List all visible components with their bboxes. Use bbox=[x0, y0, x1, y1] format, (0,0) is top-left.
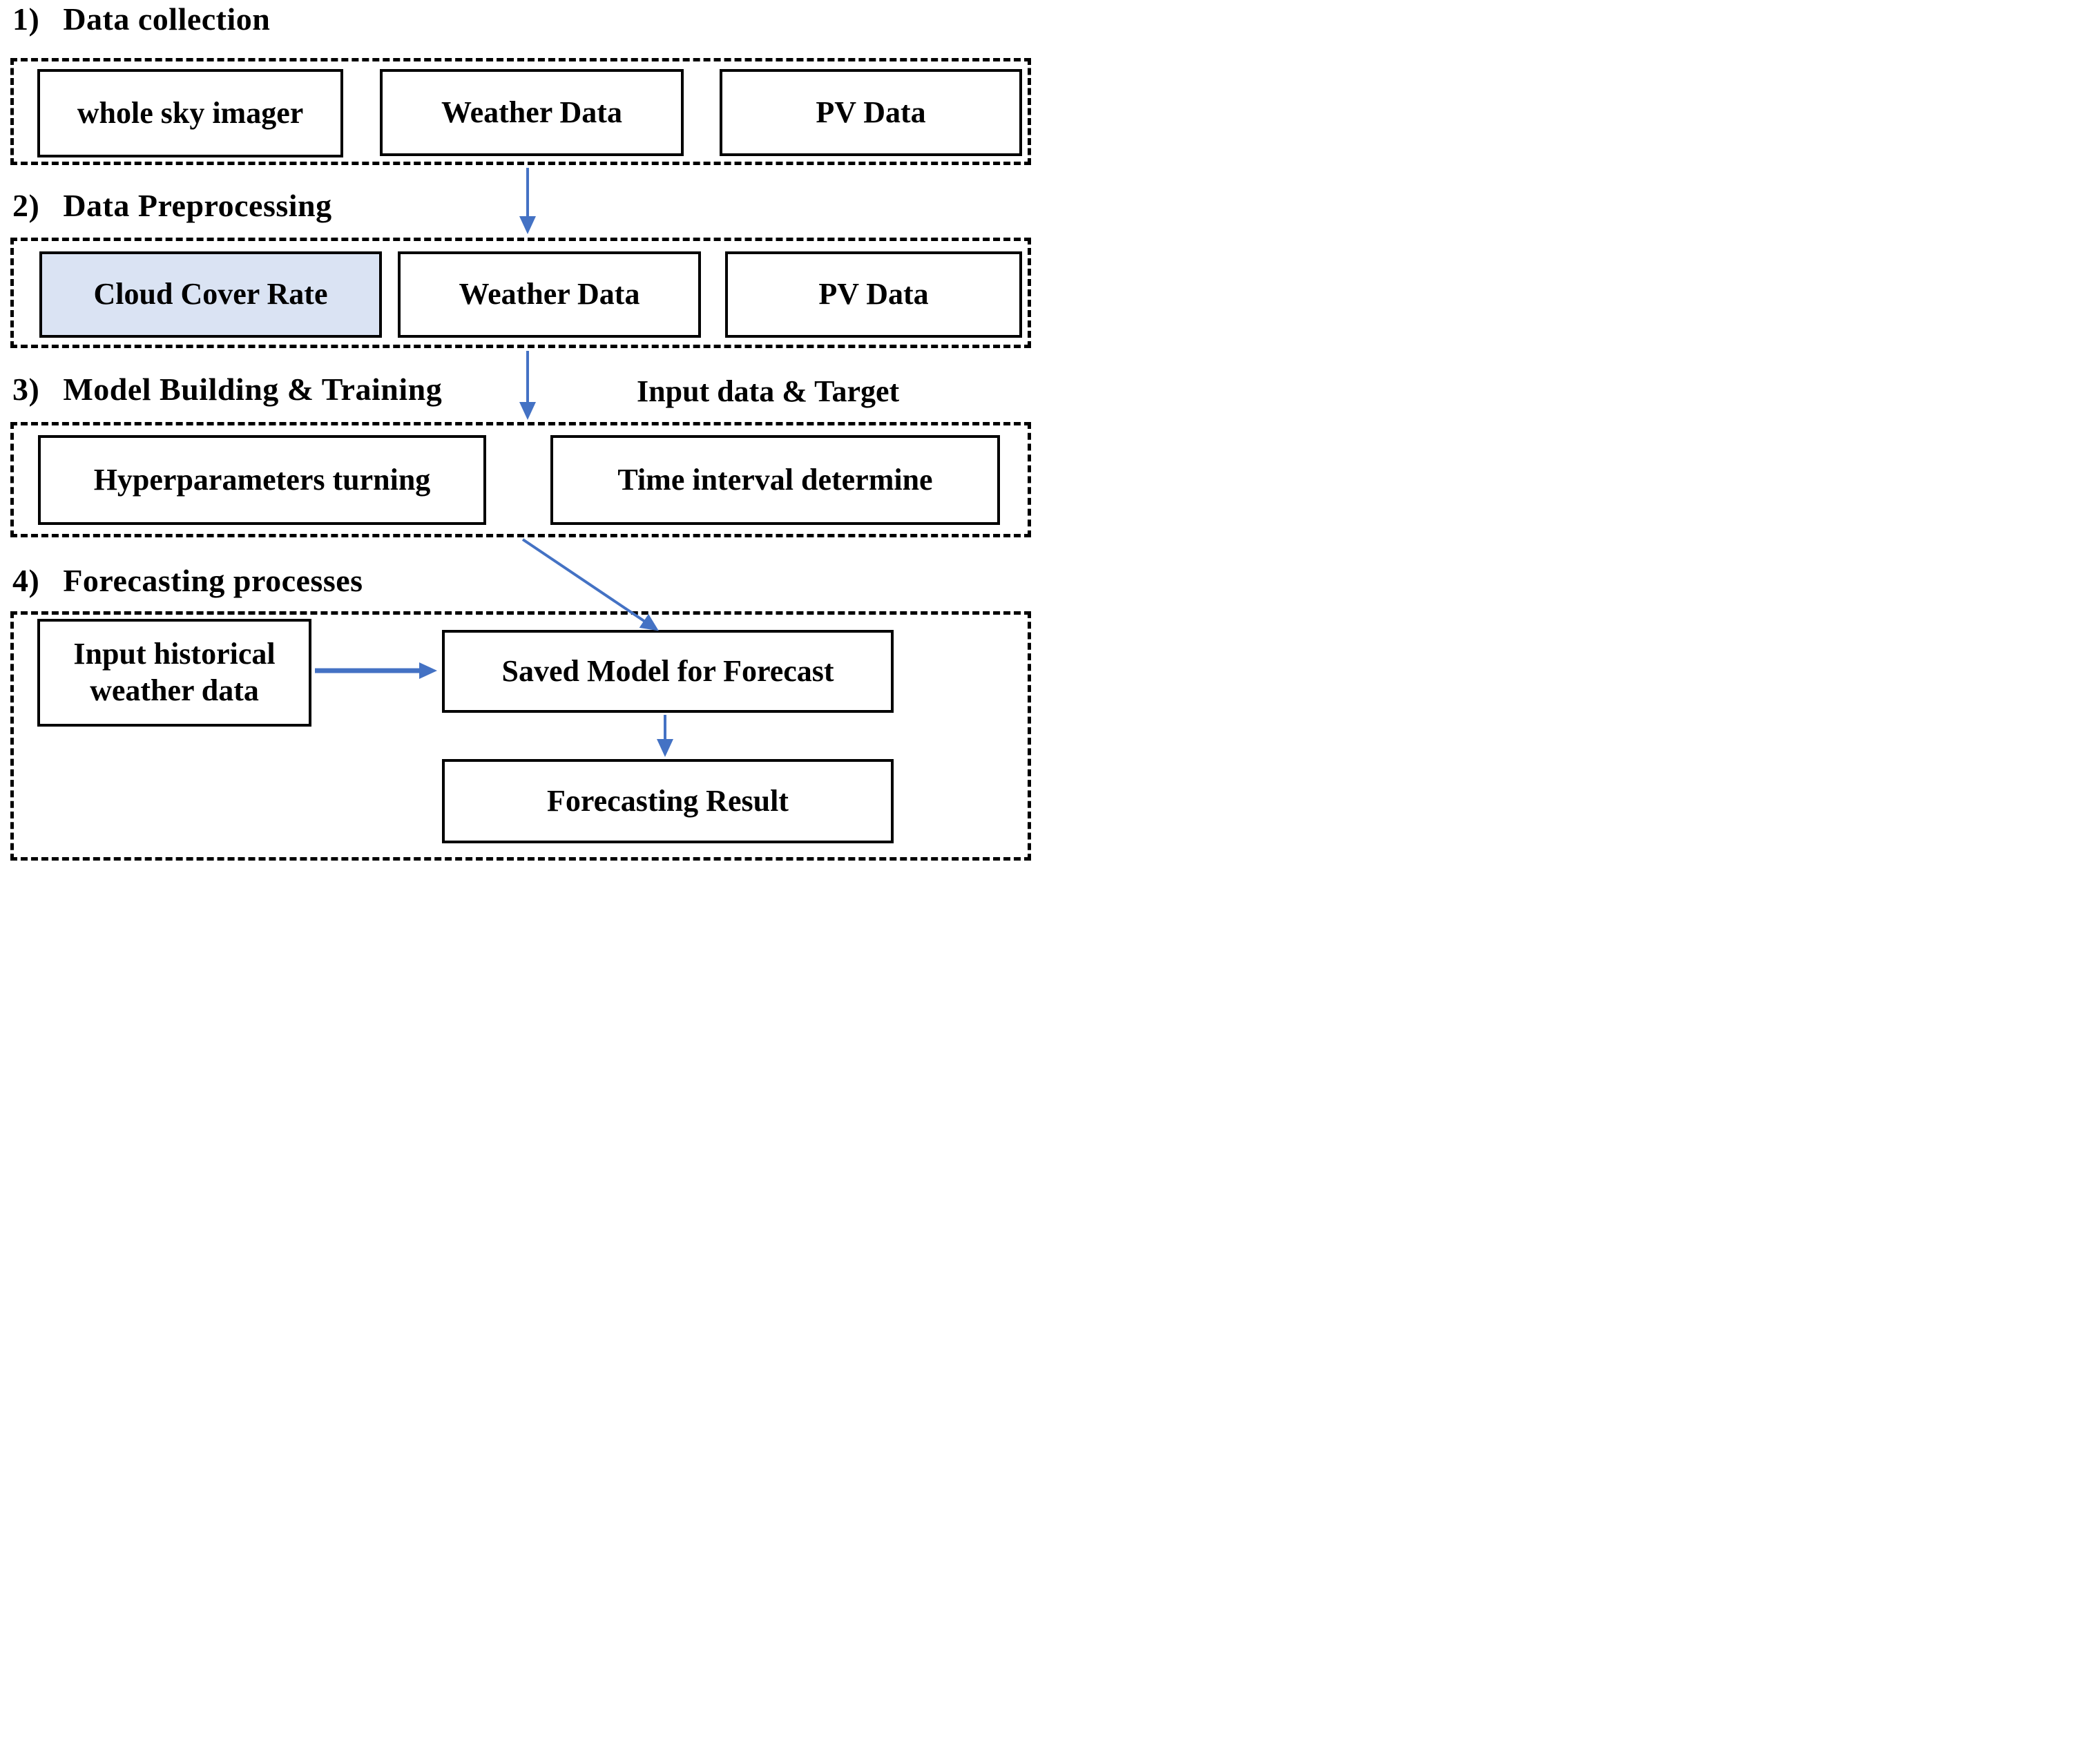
box-cloud-cover-rate-label: Cloud Cover Rate bbox=[93, 277, 328, 311]
box-time-interval-determine-label: Time interval determine bbox=[617, 462, 933, 497]
box-forecasting-result-label: Forecasting Result bbox=[547, 783, 789, 818]
box-input-historical-weather-data: Input historical weather data bbox=[37, 619, 311, 727]
section-3-heading: 3) Model Building & Training bbox=[12, 372, 442, 408]
box-pv-data-1: PV Data bbox=[720, 69, 1022, 156]
box-saved-model-for-forecast: Saved Model for Forecast bbox=[442, 630, 894, 713]
box-weather-data-2: Weather Data bbox=[398, 251, 701, 338]
section-4-number: 4) bbox=[12, 563, 40, 598]
arrow-diagonal-icon-model-to-saved-model bbox=[521, 538, 659, 631]
box-pv-data-2: PV Data bbox=[725, 251, 1022, 338]
box-weather-data-1: Weather Data bbox=[380, 69, 684, 156]
box-pv-data-2-label: PV Data bbox=[818, 277, 929, 311]
box-weather-data-1-label: Weather Data bbox=[441, 95, 622, 129]
box-cloud-cover-rate: Cloud Cover Rate bbox=[39, 251, 382, 338]
section-4-container bbox=[10, 611, 1031, 861]
box-whole-sky-imager: whole sky imager bbox=[37, 69, 343, 157]
section-3-number: 3) bbox=[12, 372, 40, 407]
box-time-interval-determine: Time interval determine bbox=[550, 435, 1000, 525]
input-data-target-label: Input data & Target bbox=[637, 374, 900, 408]
box-weather-data-2-label: Weather Data bbox=[459, 277, 640, 311]
box-forecasting-result: Forecasting Result bbox=[442, 759, 894, 843]
box-saved-model-for-forecast-label: Saved Model for Forecast bbox=[501, 653, 834, 688]
box-hyperparameters-turning-label: Hyperparameters turning bbox=[93, 462, 431, 497]
box-whole-sky-imager-label: whole sky imager bbox=[77, 95, 304, 130]
section-2-container bbox=[10, 238, 1031, 348]
section-2-title: Data Preprocessing bbox=[63, 188, 332, 223]
section-1-container bbox=[10, 58, 1031, 165]
section-2-heading: 2) Data Preprocessing bbox=[12, 188, 332, 224]
section-3-title: Model Building & Training bbox=[63, 372, 443, 407]
section-4-heading: 4) Forecasting processes bbox=[12, 563, 363, 600]
section-4-title: Forecasting processes bbox=[63, 563, 363, 598]
section-1-number: 1) bbox=[12, 1, 40, 37]
box-input-historical-weather-data-label: Input historical weather data bbox=[73, 637, 276, 707]
section-1-title: Data collection bbox=[63, 1, 271, 37]
flow-diagram: 1) Data collection 2) Data Preprocessing 3… bbox=[0, 0, 1039, 882]
box-pv-data-1-label: PV Data bbox=[816, 95, 926, 129]
section-3-container bbox=[10, 422, 1031, 537]
section-2-number: 2) bbox=[12, 188, 40, 223]
section-1-heading: 1) Data collection bbox=[12, 1, 270, 38]
box-hyperparameters-turning: Hyperparameters turning bbox=[38, 435, 486, 525]
